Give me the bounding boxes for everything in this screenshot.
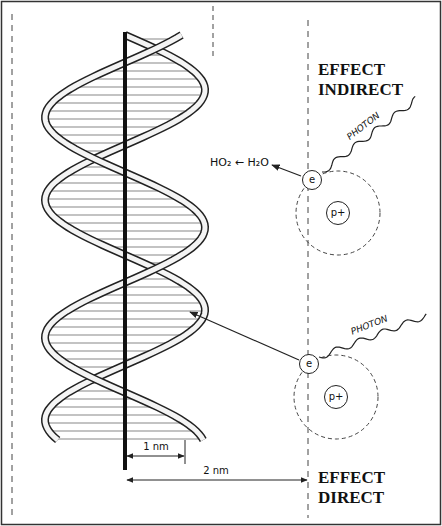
base-pair [48, 126, 164, 127]
orbit [294, 355, 378, 439]
base-pair [106, 70, 194, 71]
boundary-line [308, 20, 309, 518]
effect-title: EFFECT DIRECT [318, 468, 430, 508]
base-pair [50, 406, 157, 407]
dimension-line [127, 456, 184, 457]
base-pair [55, 134, 148, 135]
base-pair [67, 310, 205, 311]
base-pair [46, 342, 172, 343]
base-pair [90, 238, 201, 239]
particle-symbol: e [309, 175, 315, 185]
particle-symbol: p+ [329, 392, 344, 402]
dimension: 1 nm [141, 441, 171, 453]
base-pair [107, 246, 193, 247]
electron: e [299, 354, 319, 374]
electron: e [302, 170, 322, 190]
base-pair [45, 118, 179, 119]
base-pair [73, 86, 204, 87]
base-pair [74, 230, 204, 231]
photon-label: PHOTON [344, 109, 382, 142]
base-pair [45, 198, 180, 199]
base-pair [56, 438, 202, 439]
base-pair [45, 422, 186, 423]
base-pair [46, 110, 191, 111]
effect-title: EFFECT INDIRECT [318, 60, 430, 100]
base-pair [49, 326, 196, 327]
base-pair [97, 294, 198, 295]
leader-arrow [272, 165, 301, 176]
leader-arrow [190, 312, 299, 360]
base-pair [47, 206, 192, 207]
photon-wave [322, 96, 415, 172]
chemical-label: HO₂ ← H₂O [208, 157, 271, 169]
base-pair [45, 334, 185, 335]
base-pair [89, 78, 201, 79]
boundary-line [12, 14, 13, 518]
base-pair [48, 190, 166, 191]
photon-label: PHOTON [349, 312, 389, 337]
base-pair [81, 302, 204, 303]
base-pair [61, 94, 204, 95]
particle-symbol: p+ [331, 208, 346, 218]
dna-axis [123, 32, 127, 470]
base-pair [49, 430, 196, 431]
base-pair [56, 318, 202, 319]
dimension-line [127, 480, 307, 481]
base-pair [54, 182, 148, 183]
dimension-tick [185, 440, 186, 464]
particle-symbol: e [306, 359, 312, 369]
boundary-line [213, 6, 214, 56]
nucleus: p+ [326, 201, 350, 225]
base-pair [62, 222, 205, 223]
nucleus: p+ [324, 385, 348, 409]
base-pair [59, 398, 140, 399]
orbit [296, 171, 380, 255]
dimension: 2 nm [201, 465, 231, 477]
base-pair [51, 350, 156, 351]
base-pair [46, 414, 173, 415]
